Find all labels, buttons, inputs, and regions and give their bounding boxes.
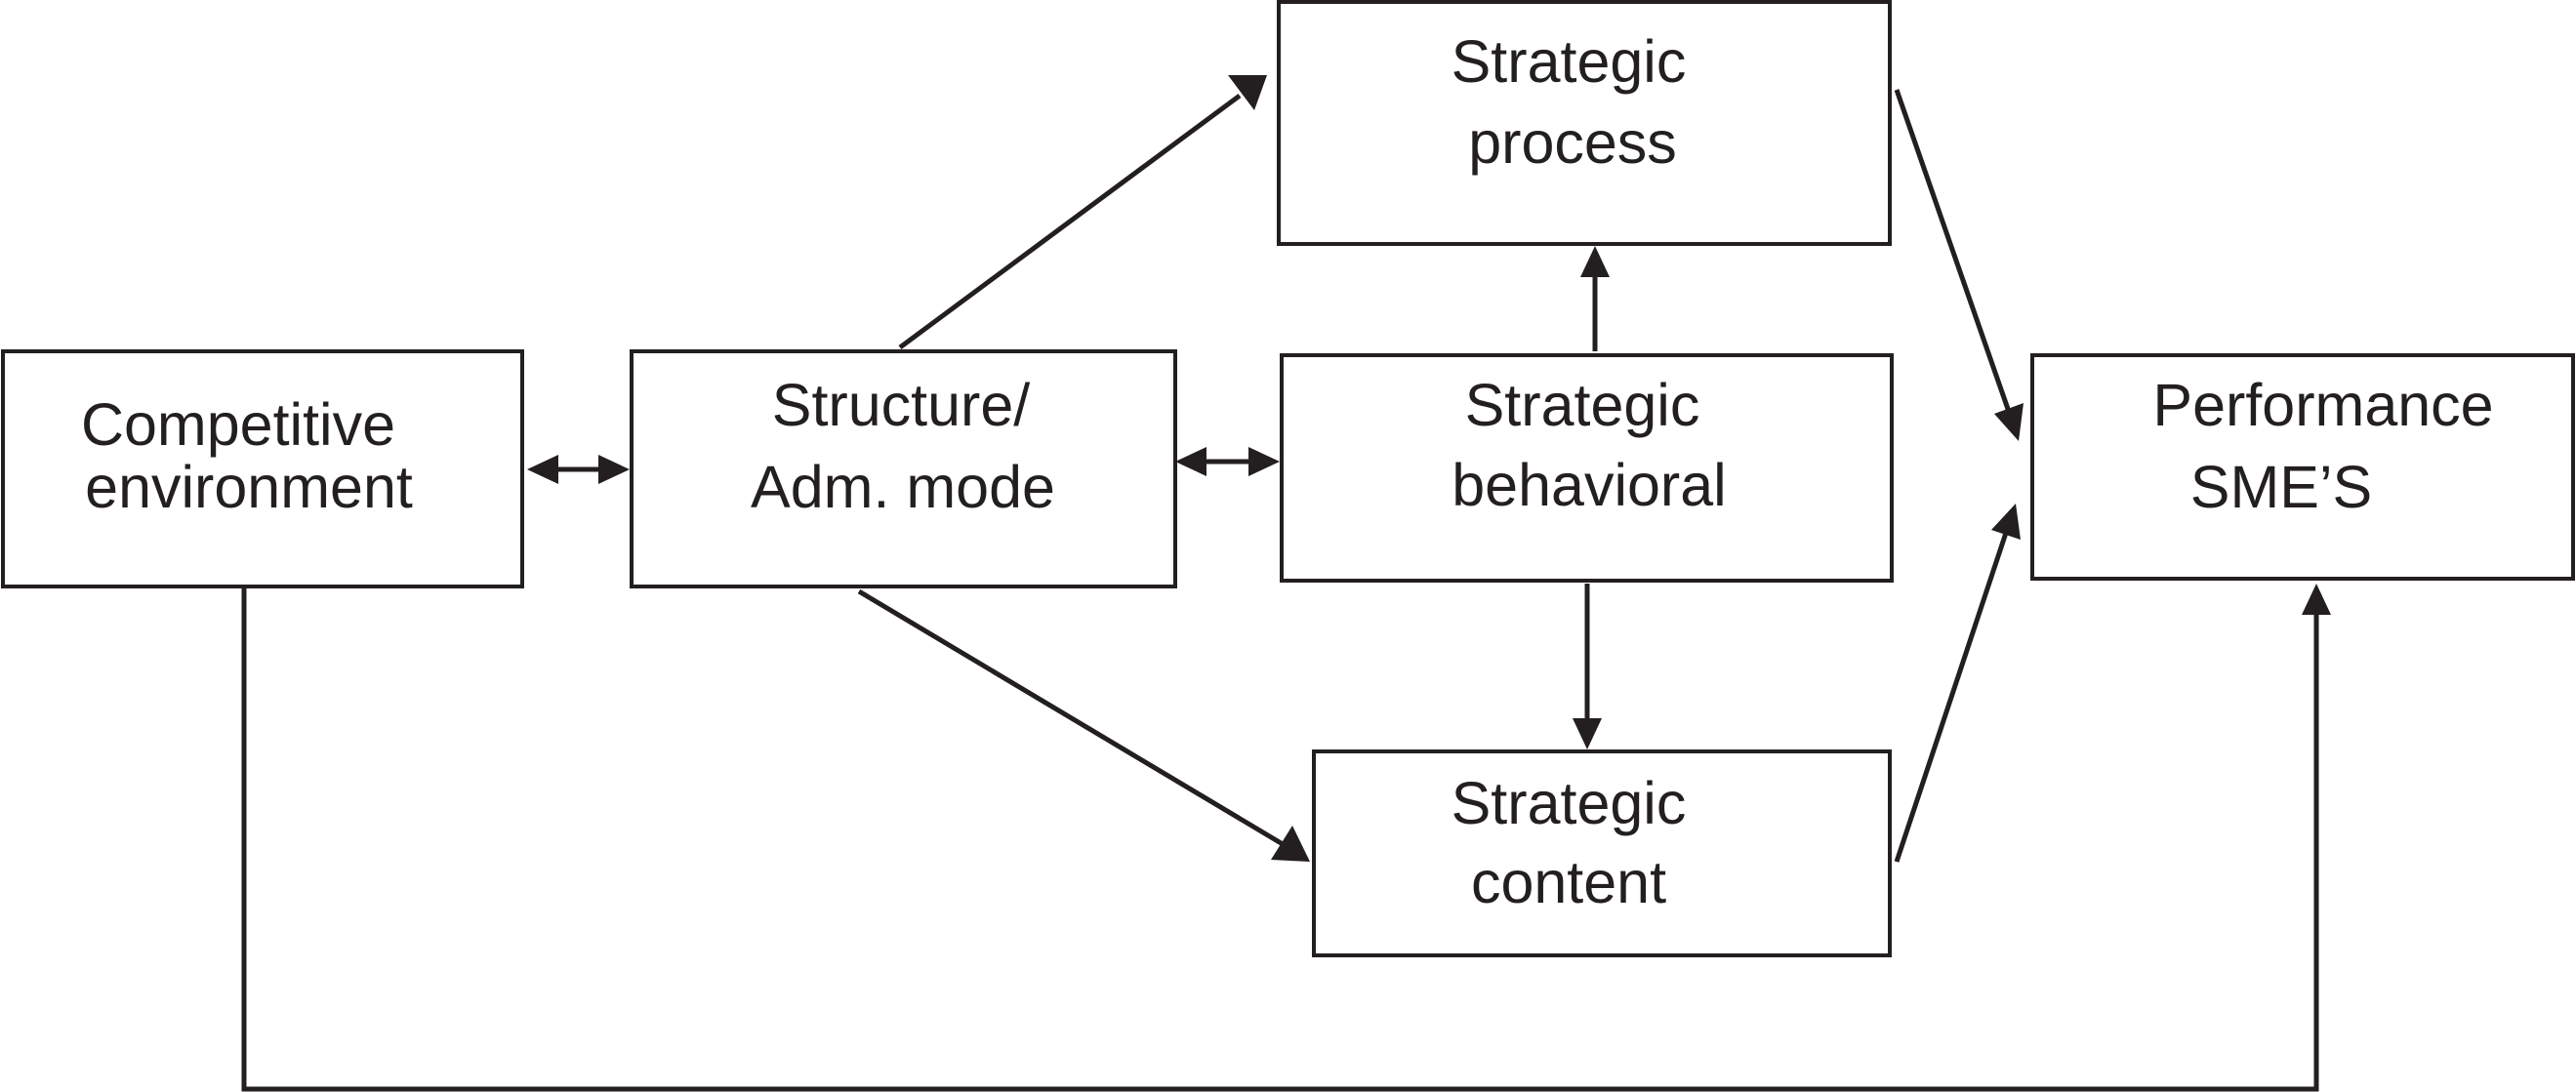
node-performance-smes-line2: SME’S [2190,454,2372,520]
arrowhead-structure-process [1228,75,1267,110]
node-strategic-content-line1: Strategic [1452,770,1687,836]
arrowhead-behavioral-content [1573,718,1602,749]
connectors [241,75,2331,1092]
node-strategic-behavioral-line1: Strategic [1465,372,1700,438]
node-strategic-process-line2: process [1468,109,1677,176]
arrowhead-process-performance [1994,403,2024,441]
edge-process-performance [1894,89,2012,413]
node-strategic-content: Strategic content [1312,749,1892,957]
arrowhead-competitive-structure-right [598,455,630,484]
edge-competitive-performance [241,585,2319,1092]
node-strategic-process-line1: Strategic [1452,28,1687,95]
arrowhead-behavioral-process [1580,246,1610,277]
arrowhead-content-performance [1991,504,2021,540]
node-performance-smes-line1: Performance [2152,372,2493,438]
node-competitive-environment-line2: environment [85,454,413,520]
node-structure-adm-mode-line2: Adm. mode [751,454,1055,520]
node-strategic-behavioral-line2: behavioral [1452,452,1726,518]
node-competitive-environment-line1: Competitive [81,391,395,458]
edge-structure-content [857,588,1285,847]
arrowhead-structure-behavioral-right [1248,447,1280,476]
node-strategic-content-line2: content [1471,849,1666,915]
arrowhead-competitive-structure-left [527,455,558,484]
arrowhead-structure-content [1271,826,1310,862]
node-competitive-environment: Competitive environment [1,349,524,588]
node-strategic-process: Strategic process [1277,0,1892,246]
edge-structure-process [898,93,1242,350]
arrowhead-structure-behavioral-left [1175,447,1206,476]
node-performance-smes: Performance SME’S [2030,353,2575,581]
edge-content-performance [1894,532,2009,863]
node-structure-adm-mode-line1: Structure/ [772,372,1030,438]
node-strategic-behavioral: Strategic behavioral [1280,353,1894,583]
node-structure-adm-mode: Structure/ Adm. mode [630,349,1177,588]
arrowhead-competitive-performance [2302,584,2331,615]
